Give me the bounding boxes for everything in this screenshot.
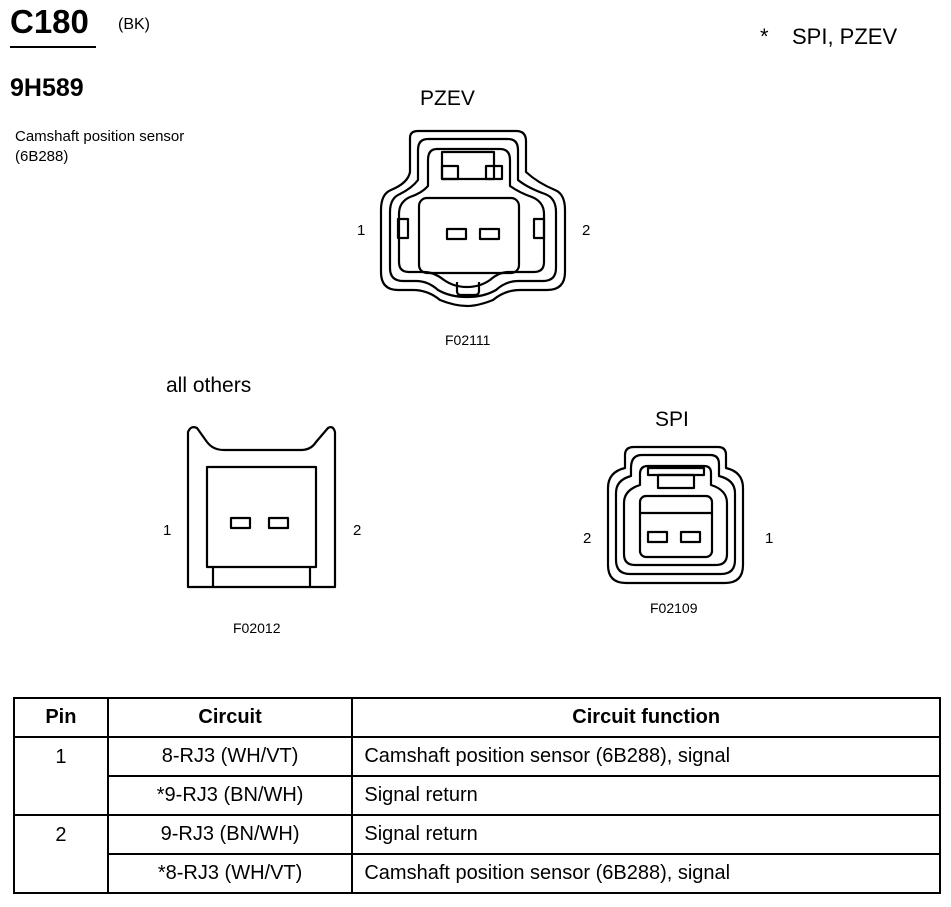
pzev-label: PZEV — [420, 87, 475, 110]
pin-table: Pin Circuit Circuit function 1 8-RJ3 (WH… — [13, 697, 941, 894]
pzev-pin-right: 2 — [582, 222, 591, 239]
pin-cell: 2 — [13, 814, 109, 894]
circuit-cell: 8-RJ3 (WH/VT) — [106, 736, 354, 777]
spi-label: SPI — [655, 408, 689, 431]
pin-cell: 1 — [13, 736, 109, 816]
part-number: 9H589 — [10, 74, 84, 102]
connector-color: (BK) — [118, 16, 150, 33]
component-description: Camshaft position sensor (6B288) — [15, 128, 185, 165]
others-label: all others — [166, 374, 252, 397]
header-function: Circuit function — [351, 697, 941, 738]
legend-text: SPI, PZEV — [792, 24, 898, 49]
connector-id: C180 — [10, 3, 89, 40]
circuit-cell: *8-RJ3 (WH/VT) — [106, 853, 354, 894]
connector-id-underline — [10, 46, 96, 48]
circuit-cell: *9-RJ3 (BN/WH) — [106, 775, 354, 816]
others-connector-face — [186, 426, 337, 589]
header-pin: Pin — [13, 697, 109, 738]
table-row: *8-RJ3 (WH/VT) Camshaft position sensor … — [14, 853, 941, 894]
spi-pin-left: 2 — [583, 530, 592, 547]
table-row: 1 8-RJ3 (WH/VT) Camshaft position sensor… — [13, 736, 941, 816]
spi-figure-code: F02109 — [650, 600, 698, 616]
spi-connector-face — [606, 445, 745, 585]
pzev-pin-left: 1 — [357, 222, 366, 239]
legend: * SPI, PZEV — [760, 24, 897, 50]
pzev-figure-code: F02111 — [445, 332, 491, 348]
others-figure-code: F02012 — [233, 620, 281, 636]
header-circuit: Circuit — [106, 697, 354, 738]
spi-pin-right: 1 — [765, 530, 774, 547]
function-cell: Camshaft position sensor (6B288), signal — [351, 853, 941, 894]
circuit-cell: 9-RJ3 (BN/WH) — [106, 814, 354, 855]
table-header-row: Pin Circuit Circuit function — [13, 697, 941, 738]
legend-mark: * — [760, 24, 769, 49]
others-pin-left: 1 — [163, 522, 172, 539]
others-pin-right: 2 — [353, 522, 362, 539]
table-row: 2 9-RJ3 (BN/WH) Signal return — [13, 814, 941, 894]
function-cell: Signal return — [351, 775, 941, 816]
table-row: *9-RJ3 (BN/WH) Signal return — [14, 775, 941, 816]
pzev-connector-face — [379, 129, 567, 308]
function-cell: Camshaft position sensor (6B288), signal — [351, 736, 941, 777]
function-cell: Signal return — [351, 814, 941, 855]
connector-views — [186, 129, 745, 589]
